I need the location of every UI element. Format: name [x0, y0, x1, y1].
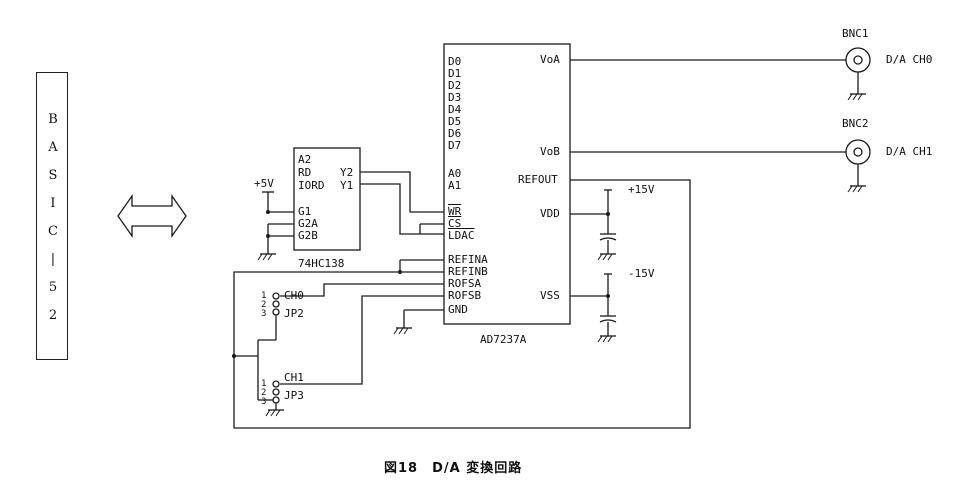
dac-pin-label: D6 [448, 127, 462, 140]
dac-pin-label: D2 [448, 79, 462, 92]
dac-part-label: AD7237A [480, 333, 527, 346]
bus-char: I [50, 196, 56, 211]
dac-pin-label: VoB [540, 145, 560, 158]
jp2-pin [272, 308, 280, 316]
bus-char: A [48, 140, 58, 155]
dac-pin-label: A1 [448, 179, 462, 192]
dac-pin-label: REFINB [448, 265, 488, 278]
dac-pin-label: D5 [448, 115, 462, 128]
dac-pin-label: D1 [448, 67, 462, 80]
jp2-pin-number: 3 [261, 309, 267, 319]
jp3-pin [272, 380, 280, 388]
jp2-pin-number: 2 [261, 300, 267, 310]
decoder-pin-label: Y1 [340, 179, 354, 192]
decoder-part-label: 74HC138 [298, 257, 345, 270]
jp2-pin [272, 300, 280, 308]
dac-pin-label: D4 [448, 103, 462, 116]
bnc2-connector [845, 139, 871, 165]
bnc1-output-label: D/A CH0 [886, 53, 933, 66]
dac-pin-label: VDD [540, 207, 560, 220]
dac-pin-label: D0 [448, 55, 462, 68]
decoder-pin-label: G2B [298, 229, 318, 242]
dac-pin-label: REFINA [448, 253, 488, 266]
decoder-pin-label: G2A [298, 217, 318, 230]
jp2-pin [272, 292, 280, 300]
dac-pin-label: GND [448, 303, 468, 316]
dac-pin-label: CS [448, 217, 462, 230]
supply-pos-label: +15V [628, 183, 655, 196]
supply-neg-label: -15V [628, 267, 655, 280]
dac-pin-label: A0 [448, 167, 462, 180]
jp2-channel-label: CH0 [284, 289, 304, 302]
jp3-pin [272, 388, 280, 396]
dac-pin-label: LDAC [448, 229, 475, 242]
decoder-chip [293, 147, 361, 251]
bnc2-output-label: D/A CH1 [886, 145, 933, 158]
figure-caption: 図18 D/A 変換回路 [384, 461, 523, 476]
decoder-pin-label: G1 [298, 205, 312, 218]
bus-char: 5 [48, 280, 58, 295]
jp3-name-label: JP3 [284, 389, 304, 402]
dac-pin-label: VSS [540, 289, 560, 302]
dac-pin-label: ROFSB [448, 289, 482, 302]
dac-pin-label: D3 [448, 91, 462, 104]
bus-char: S [48, 168, 58, 183]
bus-char: | [50, 252, 56, 267]
bnc2-label: BNC2 [842, 117, 869, 130]
jp3-pin-number: 3 [261, 397, 267, 407]
dac-chip [443, 43, 571, 325]
dac-pin-label: WR [448, 205, 462, 218]
dac-pin-label: VoA [540, 53, 560, 66]
bus-box: B A S I C | 5 2 [36, 72, 68, 360]
decoder-pin-label: Y2 [340, 166, 354, 179]
bus-char: C [48, 224, 58, 239]
dac-pin-label: ROFSA [448, 277, 482, 290]
bnc1-connector [845, 47, 871, 73]
jp3-pin-number: 2 [261, 388, 267, 398]
bus-char: 2 [48, 308, 58, 323]
jp2-name-label: JP2 [284, 307, 304, 320]
dac-pin-label: REFOUT [518, 173, 558, 186]
supply-5v-label: +5V [254, 177, 274, 190]
jp3-pin [272, 396, 280, 404]
dac-pin-label: D7 [448, 139, 462, 152]
bnc1-label: BNC1 [842, 27, 869, 40]
bus-char: B [48, 112, 58, 127]
jp3-channel-label: CH1 [284, 371, 304, 384]
jp3-pin-number: 1 [261, 379, 267, 389]
decoder-pin-label: IORD [298, 179, 325, 192]
jp2-pin-number: 1 [261, 291, 267, 301]
decoder-pin-label: RD [298, 166, 312, 179]
decoder-pin-label: A2 [298, 153, 312, 166]
bus-arrow [117, 193, 187, 239]
